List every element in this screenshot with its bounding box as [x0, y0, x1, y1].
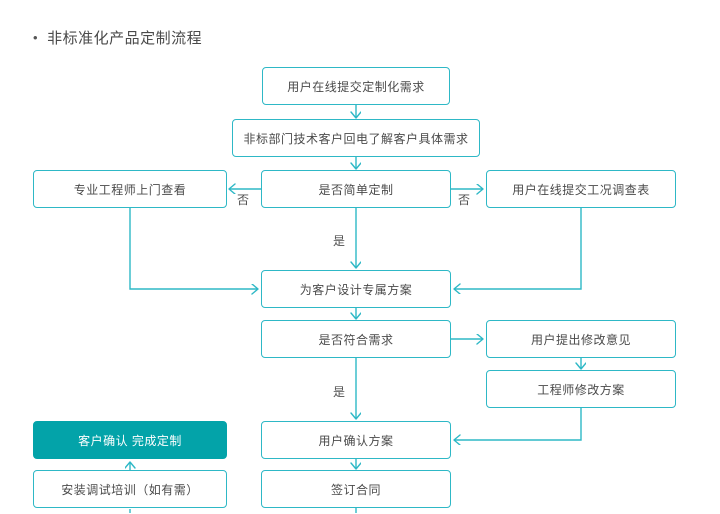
- edge-label-simple-yes-down: 是: [333, 234, 345, 248]
- flow-node-engineer-revise-plan: 工程师修改方案: [486, 370, 676, 408]
- bullet-icon: •: [33, 30, 39, 45]
- flow-node-user-confirm-plan: 用户确认方案: [261, 421, 451, 459]
- flow-node-install-training: 安装调试培训（如有需）: [33, 470, 227, 508]
- flow-node-submit-condition-survey: 用户在线提交工况调查表: [486, 170, 676, 208]
- page-title: • 非标准化产品定制流程: [33, 27, 202, 48]
- flow-node-sign-contract: 签订合同: [261, 470, 451, 508]
- flow-node-customer-confirm-complete: 客户确认 完成定制: [33, 421, 227, 459]
- flow-node-meets-requirements: 是否符合需求: [261, 320, 451, 358]
- flow-node-callback-understand-need: 非标部门技术客户回电了解客户具体需求: [232, 119, 480, 157]
- edge-revise-to-confirm: [454, 408, 582, 440]
- flow-node-design-exclusive-plan: 为客户设计专属方案: [261, 270, 451, 308]
- flow-node-simple-customization: 是否简单定制: [261, 170, 451, 208]
- edge-label-meets-yes-down: 是: [333, 385, 345, 399]
- page-title-text: 非标准化产品定制流程: [47, 30, 203, 47]
- edge-survey-to-design: [454, 208, 582, 289]
- edge-visit-to-design: [129, 208, 258, 289]
- flow-node-submit-custom-need: 用户在线提交定制化需求: [262, 67, 450, 105]
- flow-node-engineer-visit: 专业工程师上门查看: [33, 170, 227, 208]
- flow-node-user-suggest-changes: 用户提出修改意见: [486, 320, 676, 358]
- edge-label-simple-no-left: 否: [237, 193, 249, 207]
- edge-label-simple-no-right: 否: [458, 193, 470, 207]
